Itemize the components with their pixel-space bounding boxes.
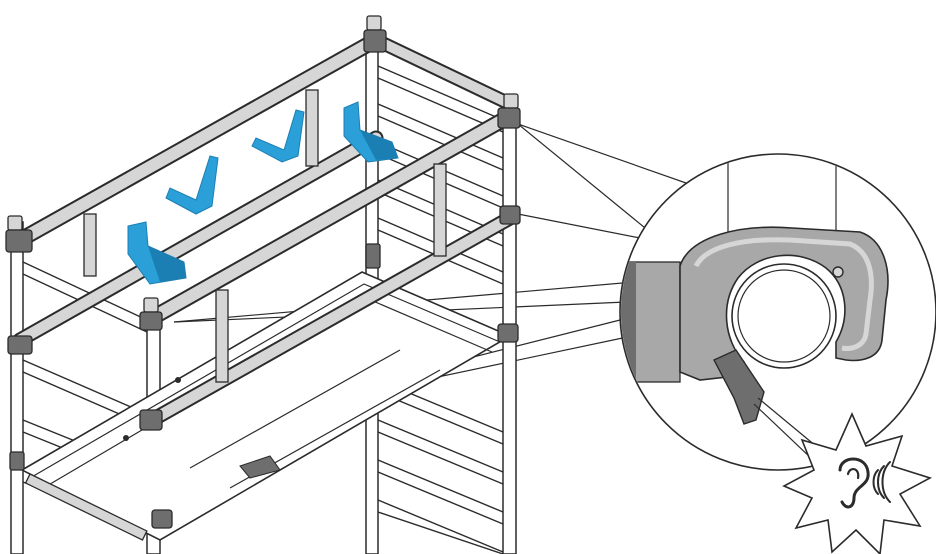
hook-claw [679,226,889,425]
down-arrow-icon [251,109,305,163]
down-arrow-icon [127,221,187,285]
sound-waves-icon [872,461,891,503]
ear-icon [838,457,870,509]
detail-callout [619,153,936,471]
guardrails [12,32,518,428]
down-arrow-icon [343,101,399,163]
platform-deck [20,271,512,541]
starburst-icon [782,412,933,554]
down-arrow-icon [165,155,219,215]
couplers [5,15,521,529]
installation-arrows [127,101,399,285]
